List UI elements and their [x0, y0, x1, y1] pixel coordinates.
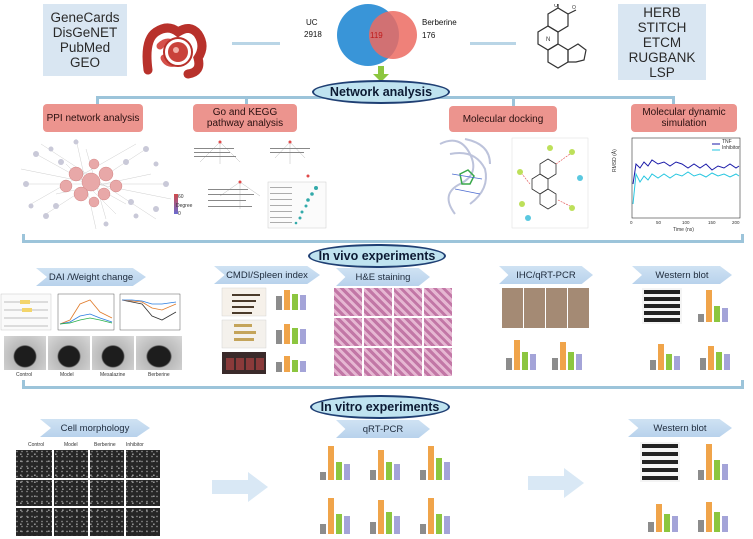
venn-overlap: 119	[370, 31, 383, 40]
cell-label-berberine: Berberine	[94, 442, 116, 448]
svg-text:O: O	[572, 5, 576, 11]
md-legend-inhibitor: Inhibitor	[722, 145, 740, 151]
western-blot-invitro	[640, 442, 728, 532]
mouse-photo-model	[48, 336, 90, 370]
invivo-title: In vivo experiments	[318, 249, 436, 263]
down-arrow-green	[373, 66, 389, 82]
invitro-label-qpcr: qRT-PCR	[336, 420, 430, 438]
dai-weight-charts	[0, 293, 181, 331]
mouse-label-berberine: Berberine	[148, 372, 170, 378]
db-stitch: STITCH	[637, 19, 687, 35]
db-genecards: GeneCards	[50, 10, 120, 25]
cell-label-control: Control	[28, 442, 45, 448]
qpcr-invitro-bars	[320, 446, 450, 534]
disease-database-box: GeneCards DisGeNET PubMed GEO	[43, 4, 127, 76]
he-col-divider-1	[362, 288, 364, 376]
network-analysis-title: Network analysis	[329, 85, 433, 99]
db-geo: GEO	[69, 55, 100, 70]
arrow-molecule-to-venn	[470, 42, 516, 45]
mouse-label-control: Control	[16, 372, 33, 378]
db-rugbank: RUGBANK	[628, 49, 696, 65]
ppi-legend-min: 0	[178, 211, 181, 217]
network-bracket	[22, 234, 744, 243]
ihc-image-grid	[502, 288, 590, 328]
mouse-photo-berberine	[136, 336, 182, 370]
db-lsp: LSP	[649, 64, 675, 80]
go-kegg-box: Go and KEGG pathway analysis	[193, 104, 297, 132]
cell-col-divider-2	[88, 450, 90, 536]
ppi-legend-title: Degree	[176, 203, 193, 209]
invivo-label-he: H&E staining	[336, 268, 430, 286]
invivo-label-cmdi: CMDI/Spleen index	[214, 266, 320, 284]
docking-label: Molecular docking	[462, 113, 544, 125]
venn-left-count: 2918	[304, 30, 322, 39]
go-kegg-figure	[194, 140, 327, 229]
network-drop-4	[672, 96, 675, 106]
western-blot-invivo	[642, 288, 730, 370]
berberine-molecule: N O O	[537, 4, 587, 69]
md-label: Molecular dynamic simulation	[642, 107, 726, 129]
molecular-docking-figure	[439, 137, 589, 229]
cell-label-inhibitor: Inhibitor	[126, 442, 144, 448]
invivo-bracket	[22, 380, 744, 389]
network-drop-1	[96, 96, 99, 106]
he-col-divider-2	[392, 288, 394, 376]
invitro-title: In vitro experiments	[320, 400, 440, 414]
network-drop-2	[245, 96, 248, 106]
intestine-illustration	[142, 23, 207, 79]
venn-left-label: UC	[306, 18, 318, 27]
cmdi-spleen-figure	[221, 287, 306, 374]
go-kegg-label: Go and KEGG pathway analysis	[206, 107, 284, 129]
invivo-label-wb: Western blot	[632, 266, 732, 284]
cell-label-model: Model	[64, 442, 78, 448]
venn-right-label: Berberine	[422, 18, 457, 27]
svg-text:N: N	[546, 37, 550, 43]
svg-text:50: 50	[656, 220, 662, 225]
cell-col-divider-1	[52, 450, 54, 536]
ppi-box: PPI network analysis	[43, 104, 143, 132]
mouse-photo-mesalazine	[92, 336, 134, 370]
md-legend-tnf: TNF	[722, 139, 732, 145]
venn-diagram	[337, 4, 417, 66]
db-herb: HERB	[643, 4, 681, 20]
invivo-oval: In vivo experiments	[308, 244, 446, 268]
invivo-label-ihc: IHC/qRT-PCR	[499, 266, 593, 284]
db-etcm: ETCM	[642, 34, 682, 50]
cell-col-divider-3	[124, 450, 126, 536]
network-analysis-oval: Network analysis	[312, 80, 450, 104]
ppi-network-figure	[20, 138, 178, 230]
cell-row-divider-2	[16, 506, 160, 508]
arrow-db-to-venn	[232, 42, 280, 45]
arrow-cell-to-qpcr	[212, 472, 268, 502]
network-drop-3	[512, 96, 515, 106]
db-disgenet: DisGeNET	[52, 25, 118, 40]
he-col-divider-3	[422, 288, 424, 376]
docking-box: Molecular docking	[449, 106, 557, 132]
svg-text:100: 100	[682, 220, 690, 225]
md-xlabel: Time (ns)	[673, 227, 694, 233]
svg-text:200: 200	[732, 220, 740, 225]
invivo-label-dai: DAI /Weight change	[36, 268, 146, 286]
svg-text:0: 0	[630, 220, 633, 225]
drug-database-box: HERB STITCH ETCM RUGBANK LSP	[618, 4, 706, 80]
md-simulation-chart: 0 50 100 150 200	[630, 137, 741, 225]
mouse-label-mesalazine: Mesalazine	[100, 372, 126, 378]
ppi-label: PPI network analysis	[46, 112, 140, 124]
md-ylabel: RMSD (Å)	[612, 149, 618, 172]
venn-right-count: 176	[422, 31, 436, 40]
cell-row-divider-1	[16, 478, 160, 480]
mouse-label-model: Model	[60, 372, 74, 378]
md-box: Molecular dynamic simulation	[631, 104, 737, 132]
ppi-legend-max: 60	[178, 194, 184, 200]
arrow-qpcr-to-wb	[528, 468, 584, 498]
invitro-label-cell: Cell morphology	[40, 419, 150, 437]
svg-text:150: 150	[708, 220, 716, 225]
ihc-qpcr-bars	[506, 340, 582, 370]
db-pubmed: PubMed	[59, 40, 111, 55]
mouse-photo-control	[4, 336, 46, 370]
svg-text:O: O	[554, 4, 558, 9]
invitro-label-wb: Western blot	[628, 419, 732, 437]
invitro-oval: In vitro experiments	[310, 395, 450, 419]
